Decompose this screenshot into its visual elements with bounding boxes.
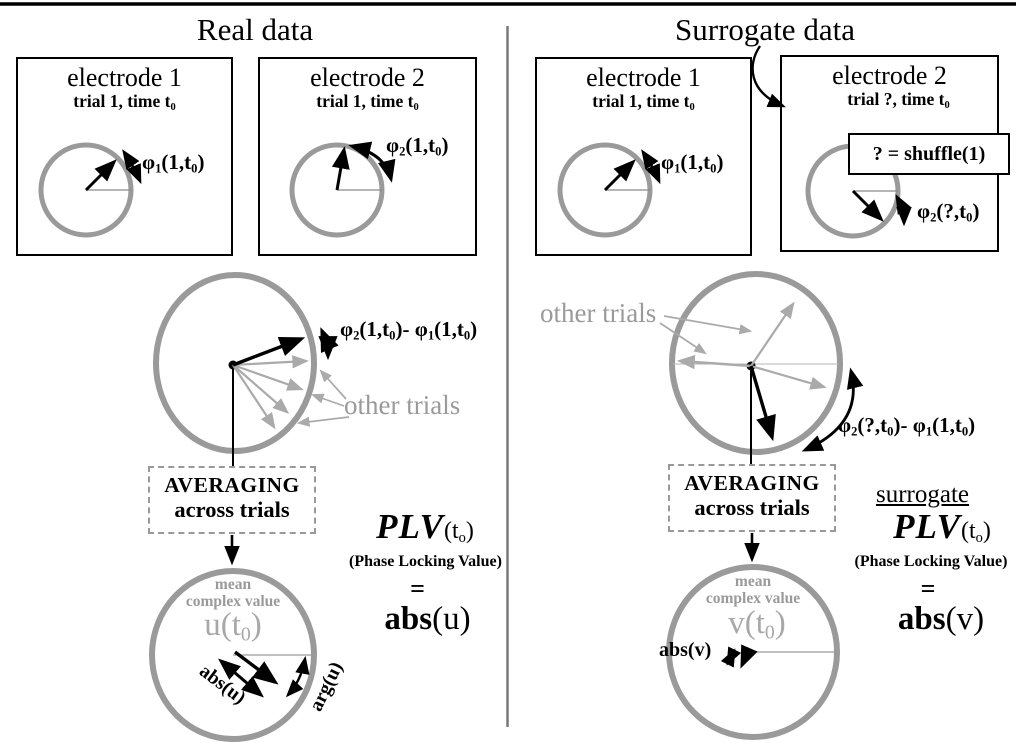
plv-caption: (Phase Locking Value)	[349, 553, 502, 570]
other-trial-arrow	[232, 355, 309, 369]
phase2-label: φ2(1,t0)	[386, 133, 449, 159]
trial-time-label: trial ?, time t0	[847, 89, 950, 112]
plv-arg: (to)	[960, 518, 991, 547]
phase1-label: φ1(1,t0)	[661, 150, 724, 176]
trial-time-label: trial 1, time t0	[73, 91, 176, 114]
left-difference-circle	[153, 272, 350, 466]
other-trials-label: other trials	[540, 298, 657, 328]
mean-value-u: u(t0)	[204, 607, 262, 646]
mean-value-v: v(t0)	[728, 605, 786, 644]
plv-value: abs(v)	[897, 601, 985, 637]
electrode-name: electrode 2	[310, 63, 425, 92]
label-pointer-arrow	[310, 393, 345, 407]
phase2-label: φ2(?,t0)	[917, 199, 980, 225]
angle-double-arrow-icon	[122, 149, 142, 185]
mean-complex-caption: mean complex value	[163, 576, 303, 610]
shuffle-label: ? = shuffle(1)	[872, 142, 986, 165]
label-pointer-arrow	[659, 322, 707, 355]
other-trial-arrow	[750, 301, 795, 367]
right-electrode1-box: electrode 1 trial 1, time t0	[535, 57, 752, 256]
small-abs-double-arrow-icon	[720, 646, 742, 668]
averaging-line1: AVERAGING	[684, 471, 820, 495]
shuffle-definition-box: ? = shuffle(1)	[848, 133, 1010, 175]
phase-vector-arrow	[331, 146, 350, 191]
small-mean-vector-arrow	[740, 644, 758, 669]
plv-arg: (to)	[443, 518, 474, 547]
equals-sign: =	[920, 574, 936, 603]
other-trial-arrow	[232, 363, 304, 391]
left-section-title: Real data	[196, 12, 314, 47]
plv-formula: PLV(to)	[858, 507, 1016, 547]
right-averaging-box: AVERAGING across trials	[668, 464, 836, 532]
plv-name: PLV	[376, 507, 444, 546]
difference-double-arrow-icon	[318, 327, 339, 361]
right-mean-circle	[666, 564, 840, 740]
mean-caption-line1: mean	[734, 573, 772, 590]
arg-arc-double-arrow	[285, 655, 310, 698]
other-trial-arrow	[232, 364, 276, 430]
averaging-line1: AVERAGING	[164, 473, 300, 497]
mean-caption-line1: mean	[214, 576, 252, 593]
abs-double-arrow-icon	[218, 658, 264, 698]
title-pointer-arrow	[751, 45, 786, 108]
left-averaging-box: AVERAGING across trials	[148, 466, 316, 534]
mean-caption-line2: complex value	[705, 589, 801, 607]
averaging-line2: across trials	[174, 496, 290, 522]
abs-v-label: abs(v)	[659, 639, 712, 661]
trial-time-label: trial 1, time t0	[592, 91, 695, 114]
phase-vector-arrow	[851, 189, 884, 222]
left-electrode2-box: electrode 2 trial 1, time t0	[258, 57, 477, 256]
plv-name: PLV	[893, 507, 961, 546]
left-electrode1-phase-circle	[38, 142, 142, 238]
other-trial-arrow	[750, 364, 827, 390]
plv-caption: (Phase Locking Value)	[854, 553, 1008, 570]
phase1-label: φ1(1,t0)	[142, 150, 205, 176]
other-trial-arrow	[232, 364, 290, 414]
equals-sign: =	[410, 574, 425, 603]
other-trials-label: other trials	[344, 390, 461, 420]
phase-vector-arrow	[84, 159, 117, 192]
mean-complex-caption: mean complex value	[683, 573, 823, 607]
electrode-name: electrode 1	[586, 63, 701, 92]
right-electrode1-phase-circle	[557, 142, 661, 238]
angle-double-arrow-icon	[641, 149, 661, 185]
difference-arc-double-arrow	[801, 367, 864, 452]
right-section-title: Surrogate data	[675, 12, 855, 47]
other-trial-arrow	[676, 354, 752, 370]
electrode-name: electrode 1	[67, 63, 182, 92]
angle-double-arrow-icon	[895, 194, 912, 227]
right-difference-circle	[659, 271, 864, 464]
surrogate-label: surrogate	[875, 481, 970, 508]
difference-vector-arrow	[749, 365, 776, 442]
electrode-name: electrode 2	[832, 61, 947, 90]
plv-formula: PLV(to)	[335, 507, 515, 547]
label-pointer-arrow	[296, 416, 350, 427]
left-mean-circle	[149, 568, 317, 742]
right-electrode2-box: electrode 2 trial ?, time t0	[780, 55, 999, 252]
difference-vector-arrow	[232, 337, 306, 367]
phase-difference-label: φ2(?,t0)- φ1(1,t0)	[838, 413, 976, 439]
angle-arc-double-arrow-icon	[348, 141, 396, 183]
trial-time-label: trial 1, time t0	[316, 91, 419, 114]
phase-vector-arrow	[603, 159, 636, 192]
phase-difference-label: φ2(1,t0)- φ1(1,t0)	[340, 317, 478, 343]
left-electrode2-phase-circle	[289, 141, 396, 238]
label-pointer-arrow	[663, 315, 753, 335]
left-electrode1-box: electrode 1 trial 1, time t0	[16, 57, 233, 256]
averaging-line2: across trials	[694, 494, 810, 520]
mean-caption-line2: complex value	[185, 592, 281, 610]
label-pointer-arrow	[319, 369, 347, 400]
plv-value: abs(u)	[384, 601, 471, 637]
